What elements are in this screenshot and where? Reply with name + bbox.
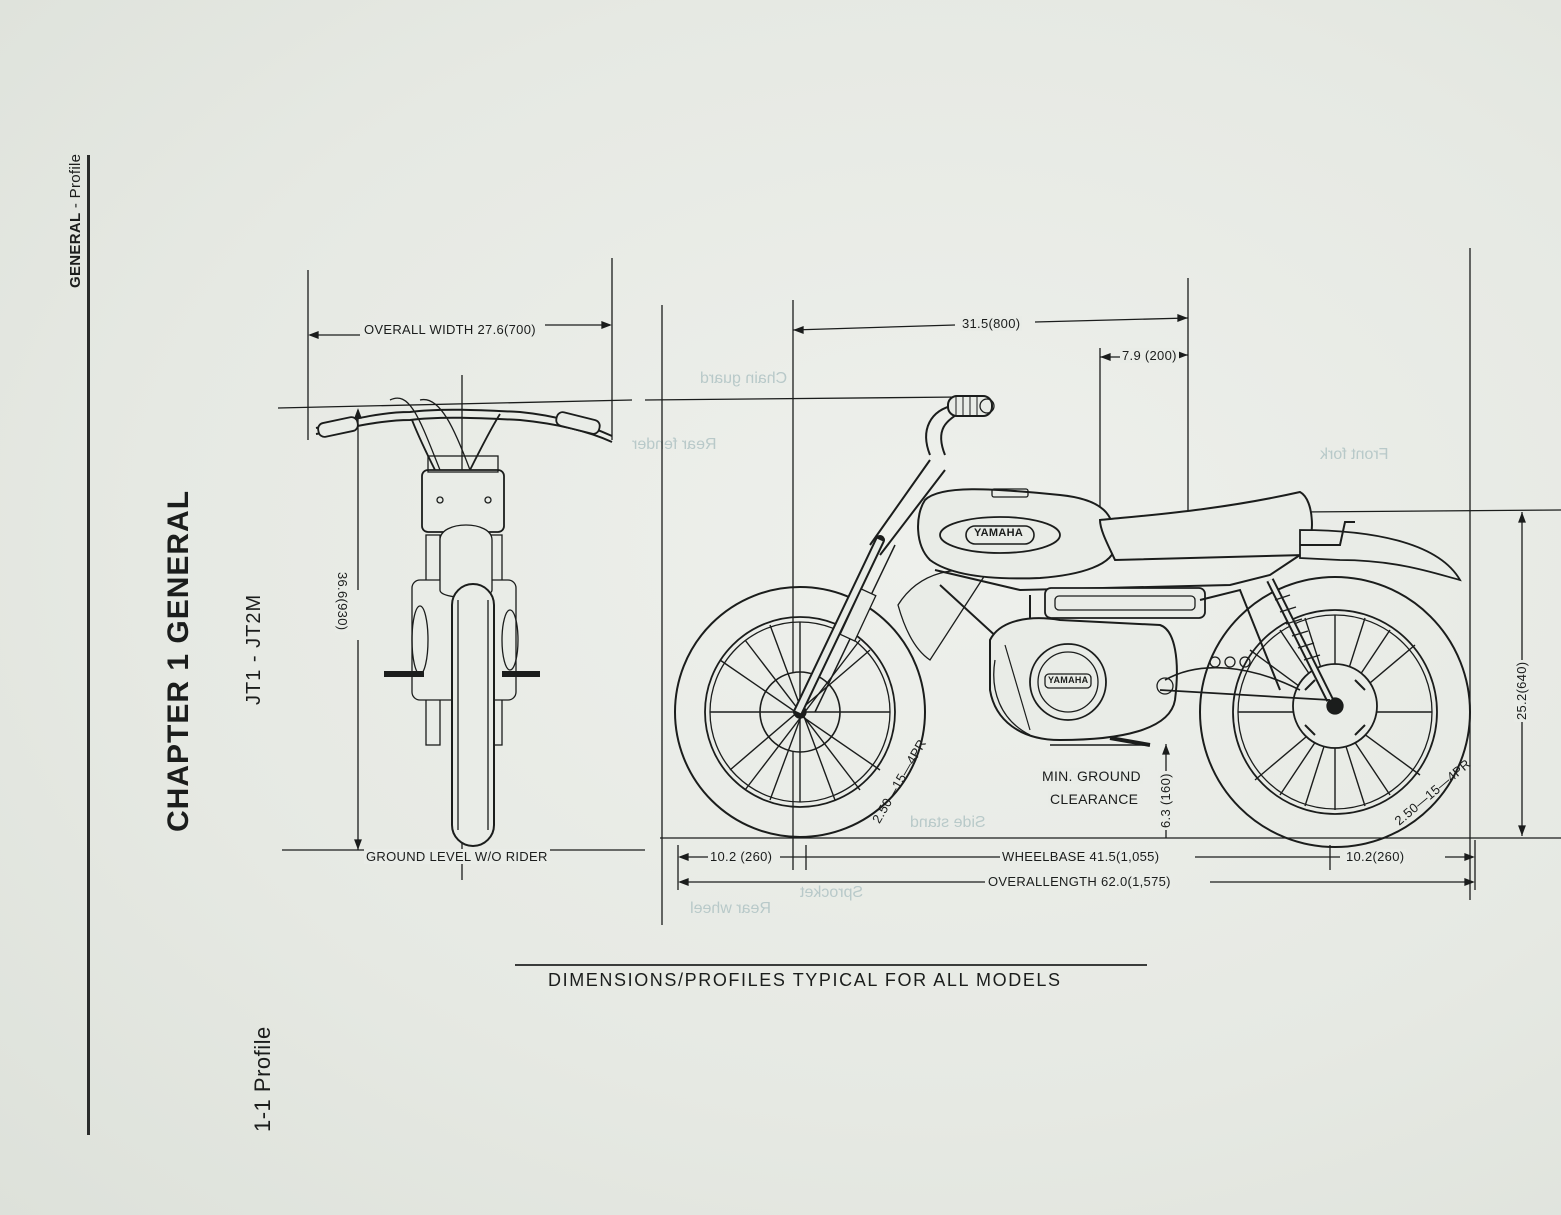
front-height-label: 36.6(930) xyxy=(335,570,350,633)
overall-length-dimension: OVERALLENGTH 62.0(1,575) xyxy=(986,874,1173,889)
ground-clearance-label-2: CLEARANCE xyxy=(1048,791,1141,807)
wheelbase-dimension: WHEELBASE 41.5(1,055) xyxy=(1000,849,1162,864)
header-rule xyxy=(87,155,90,1135)
front-view xyxy=(277,258,645,880)
side-view xyxy=(644,248,1561,925)
tank-logo: YAMAHA xyxy=(974,527,1024,539)
overall-width-label: OVERALL WIDTH 27.6(700) xyxy=(362,322,538,337)
seat-height-dimension: 25.2(640) xyxy=(1514,659,1529,722)
caption-rule xyxy=(515,964,1147,966)
engine-logo: YAMAHA xyxy=(1048,675,1089,685)
ground-clearance-label-1: MIN. GROUND xyxy=(1040,768,1143,784)
ground-level-label: GROUND LEVEL W/O RIDER xyxy=(364,849,550,864)
front-overhang-dimension: 10.2 (260) xyxy=(708,849,775,864)
figure-caption: DIMENSIONS/PROFILES TYPICAL FOR ALL MODE… xyxy=(548,970,1062,990)
seat-offset-dimension: 7.9 (200) xyxy=(1120,348,1179,363)
tank-to-seat-dimension: 31.5(800) xyxy=(960,316,1023,331)
ground-clearance-value: 6.3 (160) xyxy=(1158,771,1173,830)
rear-overhang-dimension: 10.2(260) xyxy=(1344,849,1407,864)
